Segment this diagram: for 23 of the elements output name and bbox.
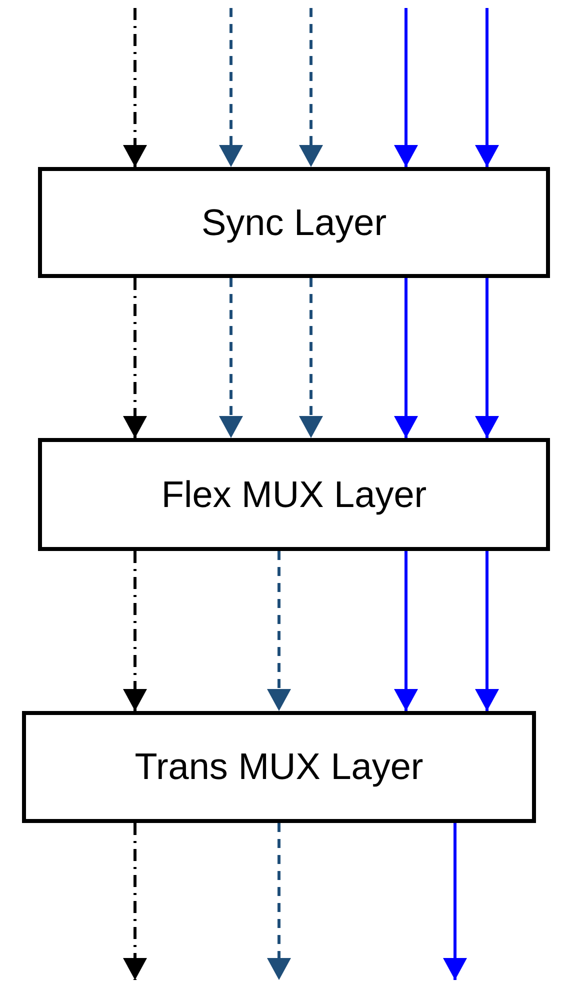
layer-box [38, 438, 550, 551]
arrow [123, 551, 147, 711]
layer-label: Trans MUX Layer [134, 746, 424, 788]
arrow [475, 8, 499, 167]
arrow [299, 8, 323, 167]
arrow [394, 278, 418, 438]
arrow [299, 278, 323, 438]
arrow [219, 8, 243, 167]
layer-box [22, 711, 536, 823]
arrow [267, 551, 291, 711]
layer-box [38, 167, 550, 278]
layer-label: Flex MUX Layer [161, 474, 427, 516]
arrow [123, 278, 147, 438]
arrow [443, 823, 467, 980]
arrow [475, 551, 499, 711]
arrow [123, 8, 147, 167]
layer-label: Sync Layer [201, 202, 387, 244]
arrow [219, 278, 243, 438]
arrow [267, 823, 291, 980]
arrow [394, 8, 418, 167]
arrow [394, 551, 418, 711]
arrow [123, 823, 147, 980]
arrow [475, 278, 499, 438]
